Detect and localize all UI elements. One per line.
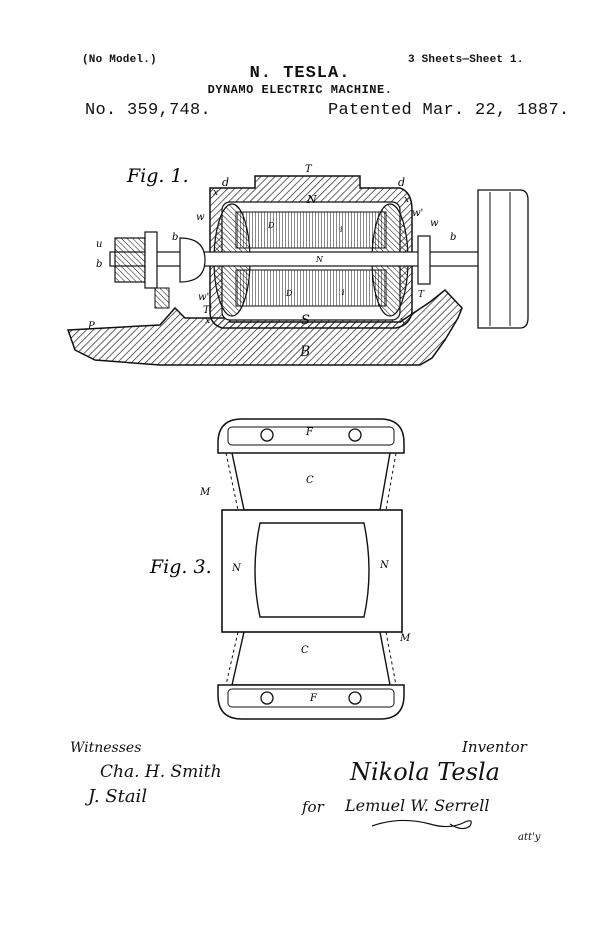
fig1-ref-x-4: x (400, 316, 405, 326)
fig1-ref-w-right: w (430, 218, 439, 229)
fig1-ref-x-1: x (213, 188, 218, 198)
fig1-ref-b-right: b (450, 232, 456, 243)
sheet-count: 3 Sheets—Sheet 1. (408, 54, 524, 66)
fig3-ref-C-top: C (306, 475, 314, 486)
patent-date: Patented Mar. 22, 1887. (328, 101, 570, 120)
fig1-ref-u: u (96, 239, 102, 250)
left-bearing-post (154, 287, 170, 309)
fig1-ref-x-2: x (404, 195, 409, 205)
fig1-ref-d-right: d (398, 176, 405, 189)
figure-1-drawing: Fig. 1. T d d x x w w' w u b b b N N D i… (66, 164, 529, 366)
fig1-label: Fig. 1. (126, 165, 189, 187)
fig1-ref-w-left: w (196, 212, 205, 223)
patent-title: DYNAMO ELECTRIC MACHINE. (207, 83, 393, 97)
fig1-ref-b-left: b (96, 259, 102, 270)
fig3-ref-M-right: M (399, 633, 411, 644)
fig1-ref-N-top: N (306, 193, 317, 206)
model-note: (No Model.) (82, 54, 157, 66)
inventor-signature: Nikola Tesla (350, 758, 500, 786)
fig1-ref-B: B (299, 344, 310, 360)
fig1-ref-T-right: T (418, 290, 425, 300)
fig1-ref-P: P (87, 321, 95, 332)
fig3-ref-N-right: N (379, 560, 390, 571)
fig1-ref-S: S (301, 313, 310, 328)
fig1-ref-i-1: i (340, 225, 343, 234)
fig1-ref-b-mid: b (172, 232, 178, 243)
witness-1-signature: Cha. H. Smith (100, 762, 222, 782)
witnesses-label: Witnesses (70, 740, 142, 756)
signature-flourish (371, 819, 472, 830)
fig1-ref-w-prime-right: w' (412, 208, 423, 219)
fig3-ref-C-bottom: C (301, 645, 309, 656)
drive-pulley (477, 189, 529, 329)
lower-coils (235, 269, 387, 307)
fig1-ref-d-left: d (222, 176, 229, 189)
attorney-suffix: att'y (518, 832, 541, 843)
left-collar (144, 231, 158, 289)
fig1-ref-w-prime-left: w' (198, 292, 209, 303)
right-collar (417, 235, 431, 285)
fig3-ref-F-top: F (305, 427, 314, 438)
fig1-ref-N-center: N (315, 255, 324, 264)
fig3-ref-M-left: M (199, 487, 211, 498)
patent-number: No. 359,748. (85, 101, 212, 120)
fig3-label: Fig. 3. (149, 556, 212, 578)
left-bearing (179, 237, 206, 283)
witness-2-signature: J. Stail (88, 786, 148, 807)
fig1-ref-T-prime: T' (203, 305, 212, 316)
inventor-name: N. TESLA. (249, 64, 351, 83)
fig1-ref-i-2: i (342, 288, 345, 297)
fig1-ref-D-1: D (267, 221, 275, 230)
fig1-ref-D-2: D (285, 289, 293, 298)
attorney-prefix: for (302, 798, 324, 816)
pole-face (254, 522, 370, 618)
inventor-label: Inventor (462, 738, 527, 756)
figure-3-drawing: Fig. 3. F C M N N C M F (149, 418, 411, 720)
fig3-ref-F-bottom: F (309, 693, 318, 704)
upper-coils (235, 211, 387, 249)
fig1-ref-x-3: x (205, 316, 210, 326)
fig1-ref-T: T (305, 164, 313, 175)
commutator (114, 237, 146, 283)
fig3-ref-N-left: N (231, 563, 242, 574)
attorney-signature: Lemuel W. Serrell (345, 796, 490, 815)
